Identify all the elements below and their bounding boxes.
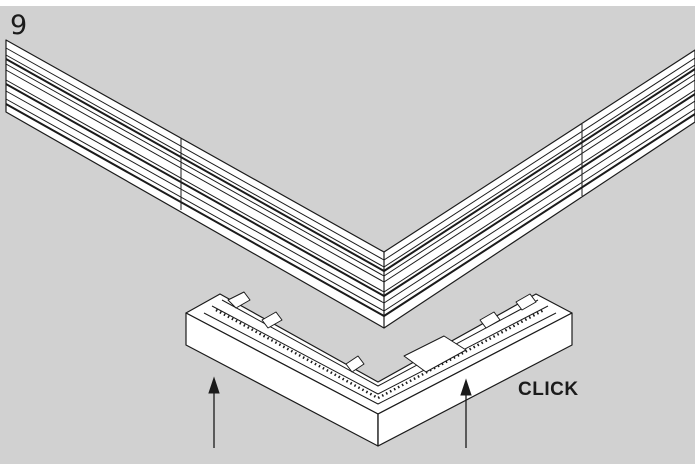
corner-profile-body [5,39,695,329]
driver-box [403,335,467,373]
up-arrow-icon [460,378,472,448]
left-arm-lines [5,47,385,317]
right-arm-lines [383,57,695,317]
corner-profile [5,39,695,329]
click-label: CLICK [518,379,579,400]
top-border [0,0,695,6]
corner-connector [185,291,573,447]
connector-inner-lines [203,299,557,405]
up-arrow-icon [208,376,220,448]
step-number: 9 [10,10,28,41]
connector-clips [227,291,537,373]
